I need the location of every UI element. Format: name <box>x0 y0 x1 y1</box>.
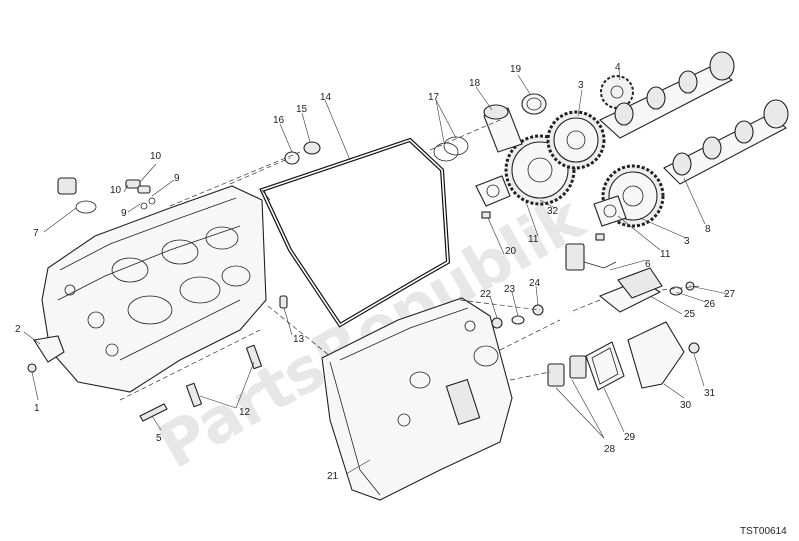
assembly-lines <box>119 119 701 401</box>
callout-6: 6 <box>645 259 651 270</box>
callout-21: 21 <box>327 471 339 482</box>
part-17-orings[interactable] <box>433 136 469 162</box>
part-25-tensioner[interactable] <box>598 267 663 313</box>
callout-11b: 11 <box>660 249 671 260</box>
parts-22-24-fasteners[interactable] <box>491 304 544 329</box>
parts-9-10-sensors[interactable] <box>125 179 156 210</box>
callout-1: 1 <box>34 403 40 414</box>
callout-30: 30 <box>680 400 692 411</box>
camshaft-upper[interactable] <box>599 51 735 139</box>
callout-3b: 3 <box>684 236 690 247</box>
callout-32: 32 <box>547 206 559 217</box>
part-4-gear-icon[interactable] <box>600 75 634 109</box>
part-28-ignition-coils[interactable] <box>547 355 587 387</box>
callout-10b: 10 <box>110 185 122 196</box>
callout-31: 31 <box>704 388 716 399</box>
callout-7: 7 <box>33 228 39 239</box>
callout-labels: 1 2 3 3 4 5 6 7 8 9 9 10 10 11 11 12 13 … <box>15 62 736 482</box>
callout-14: 14 <box>320 92 332 103</box>
part-2-bracket[interactable] <box>27 335 65 373</box>
callout-8: 8 <box>705 224 711 235</box>
part-21-valve-cover[interactable] <box>321 297 513 501</box>
cylinder-head[interactable] <box>41 185 267 393</box>
callout-13: 13 <box>293 334 305 345</box>
part-13-dowel[interactable] <box>279 295 288 309</box>
callout-25: 25 <box>684 309 696 320</box>
callout-5: 5 <box>156 433 162 444</box>
callout-15: 15 <box>296 104 308 115</box>
part-30-cover[interactable] <box>627 321 685 389</box>
part-12-dowels[interactable] <box>185 344 263 408</box>
callout-19: 19 <box>510 64 522 75</box>
callout-22: 22 <box>480 289 492 300</box>
callout-23: 23 <box>504 284 516 295</box>
part-14-valve-cover-gasket[interactable] <box>259 137 451 328</box>
part-5-bolt[interactable] <box>139 403 168 422</box>
callout-17: 17 <box>428 92 440 103</box>
callout-27: 27 <box>724 289 736 300</box>
callout-29: 29 <box>624 432 636 443</box>
part-18-sleeve[interactable] <box>483 104 523 153</box>
part-19-seal[interactable] <box>521 93 547 115</box>
callout-4: 4 <box>615 62 621 73</box>
part-31-bolt[interactable] <box>688 342 700 354</box>
part-3-cam-gear-upper[interactable] <box>546 110 606 170</box>
callout-12: 12 <box>239 407 251 418</box>
callout-26: 26 <box>704 299 716 310</box>
part-6-sensor[interactable] <box>565 243 617 271</box>
callout-24: 24 <box>529 278 541 289</box>
leader-lines <box>23 69 729 475</box>
callout-2: 2 <box>15 324 21 335</box>
part-29-gasket[interactable] <box>585 341 625 391</box>
callout-28: 28 <box>604 444 616 455</box>
callout-20: 20 <box>505 246 517 257</box>
callout-10a: 10 <box>150 151 162 162</box>
part-11-cover-plate-right[interactable] <box>593 195 627 241</box>
part-11-cover-plate-left[interactable] <box>475 175 511 219</box>
reference-code: TST00614 <box>740 526 787 537</box>
callout-18: 18 <box>469 78 481 89</box>
part-7-plug[interactable] <box>57 177 97 214</box>
callout-11a: 11 <box>528 234 539 245</box>
callout-16: 16 <box>273 115 285 126</box>
callout-9b: 9 <box>174 173 180 184</box>
part-8-camshaft-lower[interactable] <box>663 99 789 185</box>
callout-9a: 9 <box>121 208 127 219</box>
callout-3a: 3 <box>578 80 584 91</box>
parts-15-16-plugs[interactable] <box>284 141 321 165</box>
